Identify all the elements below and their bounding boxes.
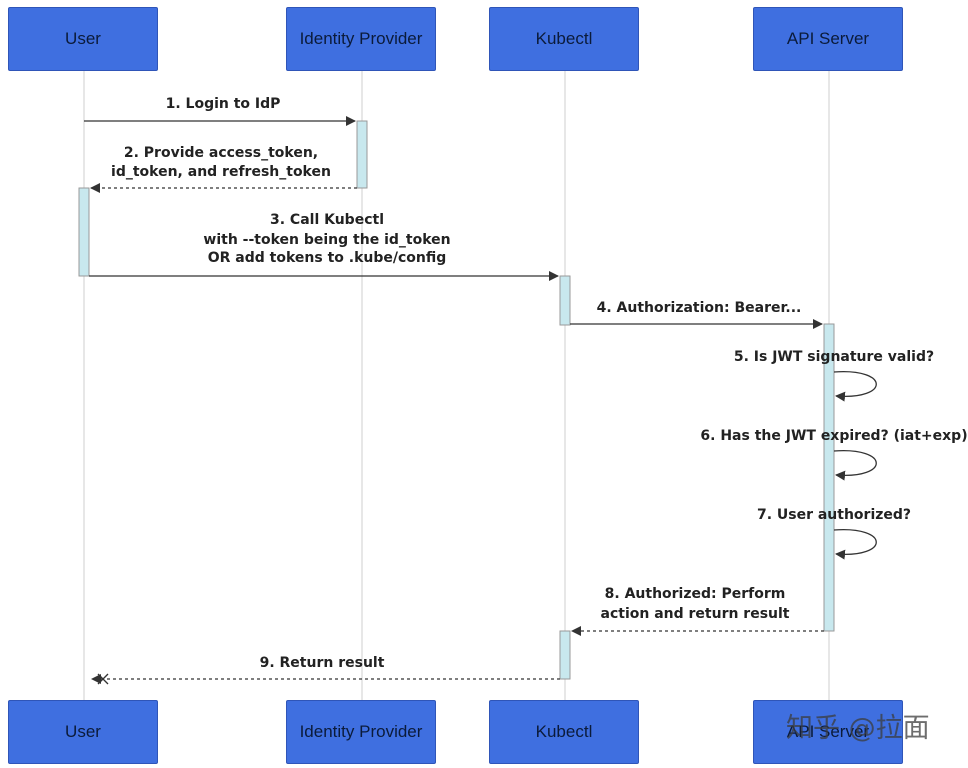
message-3-label-line3: OR add tokens to .kube/config <box>208 250 447 266</box>
participant-label: User <box>65 722 101 741</box>
participant-label: API Server <box>786 29 870 48</box>
activation-user <box>78 187 90 277</box>
watermark: 知乎 @拉面 <box>786 713 930 744</box>
message-5-arrow <box>833 371 877 402</box>
message-4-label: 4. Authorization: Bearer... <box>597 300 802 316</box>
message-6-arrow <box>833 450 877 481</box>
activation-api-server <box>823 323 835 632</box>
message-1-label: 1. Login to IdP <box>166 96 281 112</box>
participant-label: API Server <box>786 722 870 741</box>
activation-kubectl-2 <box>559 630 571 680</box>
participant-identity-provider-top: Identity Provider <box>286 7 436 71</box>
participant-user-bottom: User <box>8 700 158 764</box>
participant-identity-provider-bottom: Identity Provider <box>286 700 436 764</box>
participant-kubectl-top: Kubectl <box>489 7 639 71</box>
participant-user-top: User <box>8 7 158 71</box>
message-8-label-line2: action and return result <box>601 606 790 622</box>
participant-label: Identity Provider <box>299 722 423 741</box>
participant-api-server-top: API Server <box>753 7 903 71</box>
message-9-cross-icon <box>97 673 109 685</box>
message-5-label: 5. Is JWT signature valid? <box>734 349 934 365</box>
participant-label: Kubectl <box>535 29 593 48</box>
message-2-label-line2: id_token, and refresh_token <box>111 164 331 180</box>
message-8-label-line1: 8. Authorized: Perform <box>605 586 786 602</box>
message-7-arrow <box>833 529 877 560</box>
message-7-label: 7. User authorized? <box>757 507 911 523</box>
message-3-label-line2: with --token being the id_token <box>203 232 450 248</box>
message-9-label: 9. Return result <box>260 655 385 671</box>
message-6-label: 6. Has the JWT expired? (iat+exp) <box>700 428 967 444</box>
participant-label: User <box>65 29 101 48</box>
activation-identity-provider <box>356 120 368 189</box>
participant-api-server-bottom: API Server <box>753 700 903 764</box>
message-2-label-line1: 2. Provide access_token, <box>124 145 318 161</box>
participant-kubectl-bottom: Kubectl <box>489 700 639 764</box>
participant-label: Kubectl <box>535 722 593 741</box>
message-3-label-line1: 3. Call Kubectl <box>270 212 384 228</box>
participant-label: Identity Provider <box>299 29 423 48</box>
activation-kubectl <box>559 275 571 326</box>
